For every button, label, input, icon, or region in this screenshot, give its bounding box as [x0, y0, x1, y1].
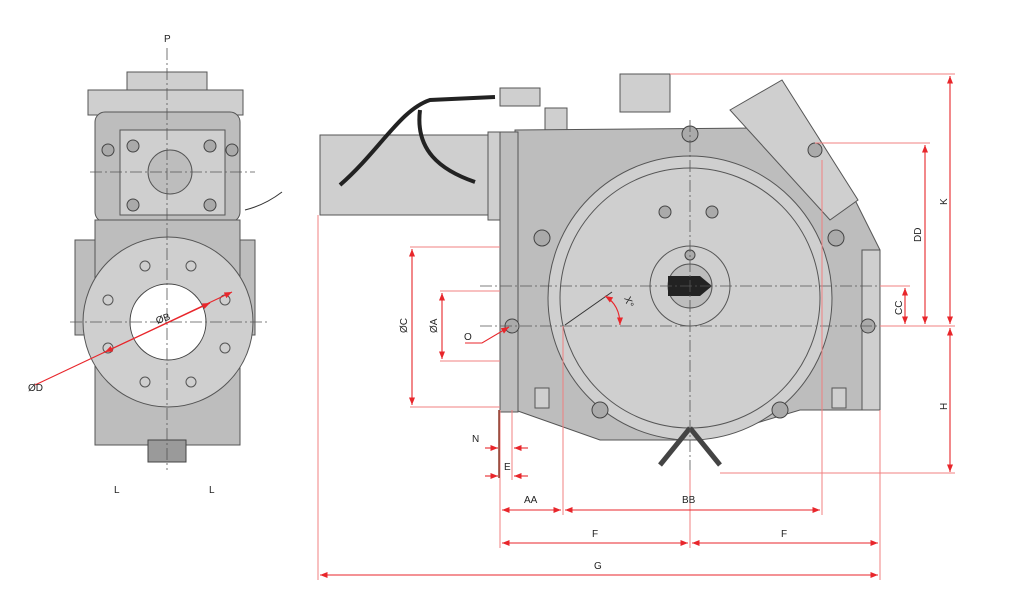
label-od: ØD: [28, 383, 43, 394]
label-f-left: F: [592, 529, 598, 540]
leader-o: [465, 326, 510, 344]
left-side-view: P ØD ØB L L: [28, 34, 283, 496]
label-ob: ØB: [155, 312, 173, 327]
label-e: E: [504, 462, 511, 473]
label-angle: X°: [621, 295, 635, 309]
side-box: [729, 79, 859, 221]
limit-switch-left: [534, 387, 550, 409]
dimensions: K H DD CC ØC ØA O X° N E AA BB F F G: [317, 73, 955, 580]
top-block: [619, 73, 671, 113]
motor: [319, 134, 496, 216]
label-cc: CC: [894, 301, 905, 315]
label-aa: AA: [524, 495, 538, 506]
label-dd: DD: [913, 228, 924, 242]
label-h: H: [939, 403, 950, 410]
adjust-screws: [658, 426, 722, 467]
dimension-angle: [604, 295, 624, 326]
cable-gland: [499, 87, 541, 107]
front-view: [319, 73, 900, 470]
label-n: N: [472, 434, 479, 445]
cover-bolts: [504, 125, 876, 419]
plate-bolts: [101, 139, 239, 212]
label-oa: ØA: [429, 318, 440, 333]
label-g: G: [594, 561, 602, 572]
label-l-right: L: [209, 485, 215, 496]
label-oc: ØC: [399, 318, 410, 333]
label-bb: BB: [682, 495, 696, 506]
top-housing: [87, 89, 244, 116]
cable: [244, 191, 283, 211]
dimension-ob: [104, 302, 211, 353]
motor-cable: [338, 95, 496, 187]
label-p: P: [164, 34, 171, 45]
label-o: O: [464, 332, 472, 343]
label-k: K: [939, 198, 950, 205]
limit-switch-right: [831, 387, 847, 409]
label-l-left: L: [114, 485, 120, 496]
label-f-right: F: [781, 529, 787, 540]
